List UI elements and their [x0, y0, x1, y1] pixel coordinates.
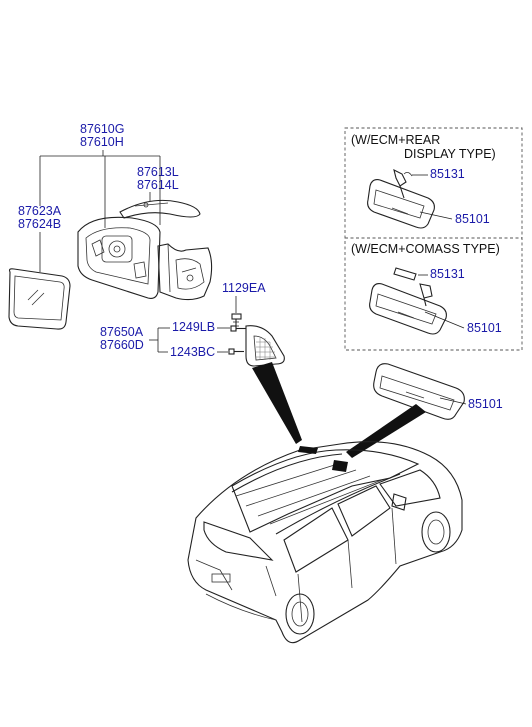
label-ecm-compass-mirror: 85101 [467, 321, 502, 335]
mirror-housing [77, 216, 213, 301]
label-bolt: 1129EA [222, 281, 266, 295]
vehicle-suv [187, 441, 463, 644]
note-ecm-compass: (W/ECM+COMASS TYPE) [351, 242, 500, 256]
label-ecm-rear-mirror: 85101 [455, 212, 490, 226]
label-inner-cover-lh: 87650A [100, 325, 144, 339]
label-cover-rh: 87614L [137, 178, 179, 192]
note-ecm-rear-line1: (W/ECM+REAR [351, 133, 440, 147]
label-ecm-rear-wire: 85131 [430, 167, 465, 181]
screw-1249lb [230, 325, 246, 332]
room-mirror [373, 363, 465, 420]
label-screw-a: 1249LB [172, 320, 215, 334]
mirror-cover [119, 199, 201, 219]
label-room-mirror: 85101 [468, 397, 503, 411]
option-box [344, 127, 523, 351]
label-glass-lh: 87623A [18, 204, 62, 218]
label-ecm-compass-wire: 85131 [430, 267, 465, 281]
label-cover-lh: 87613L [137, 165, 179, 179]
label-mirror-assy-lh: 87610G [80, 122, 124, 136]
screw-1243bc [228, 348, 244, 355]
ecm-compass-mirror [369, 267, 447, 335]
callout-arrows [252, 362, 426, 458]
label-mirror-assy-rh: 87610H [80, 135, 124, 149]
ecm-rear-display-mirror [367, 168, 435, 229]
label-glass-rh: 87624B [18, 217, 61, 231]
note-ecm-rear-line2: DISPLAY TYPE) [404, 147, 496, 161]
mirror-glass [8, 268, 71, 330]
label-screw-b: 1243BC [170, 345, 215, 359]
inner-cover [245, 325, 285, 367]
label-inner-cover-rh: 87660D [100, 338, 144, 352]
leader-lines [39, 150, 467, 405]
